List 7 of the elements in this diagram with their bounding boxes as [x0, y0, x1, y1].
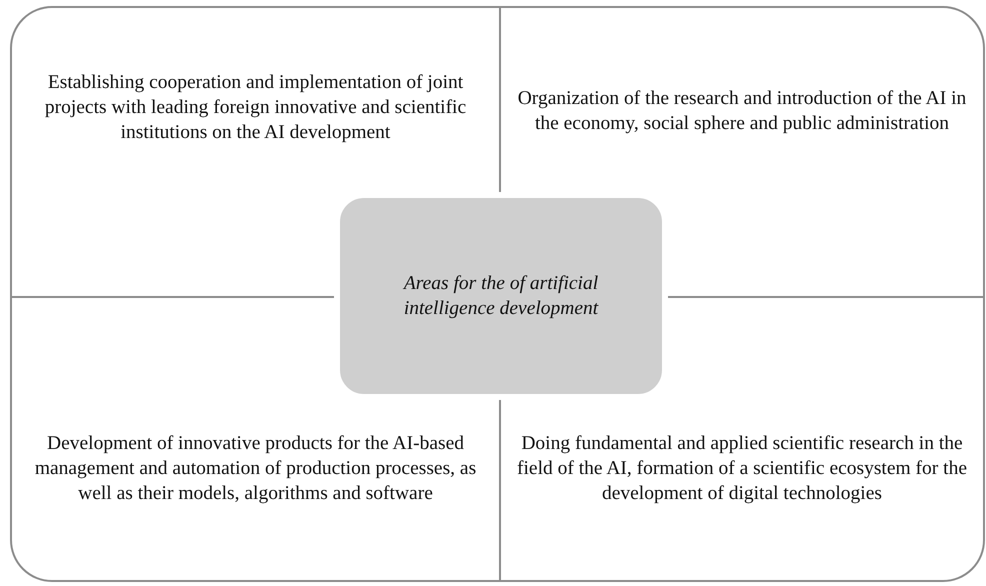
- quadrant-text: Doing fundamental and applied scientific research in the field of the AI, formation of a scientific ecosystem for the development of digital technologies: [516, 432, 968, 506]
- quadrant-panel: [499, 296, 985, 582]
- center-label: Areas for the of artificial intelligence development: [402, 272, 600, 321]
- quadrant-panel: [10, 296, 501, 582]
- quadrant-text: Development of innovative products for the AI-based management and automation of production processes, as well as their models, algorithms and software: [34, 432, 478, 506]
- quadrant-text: Establishing cooperation and implementation of joint projects with leading foreign innovative and scientific institutions on the AI development: [44, 71, 468, 145]
- quadrant-text: Organization of the research and introduction of the AI in the economy, social sphere and public administration: [516, 87, 968, 136]
